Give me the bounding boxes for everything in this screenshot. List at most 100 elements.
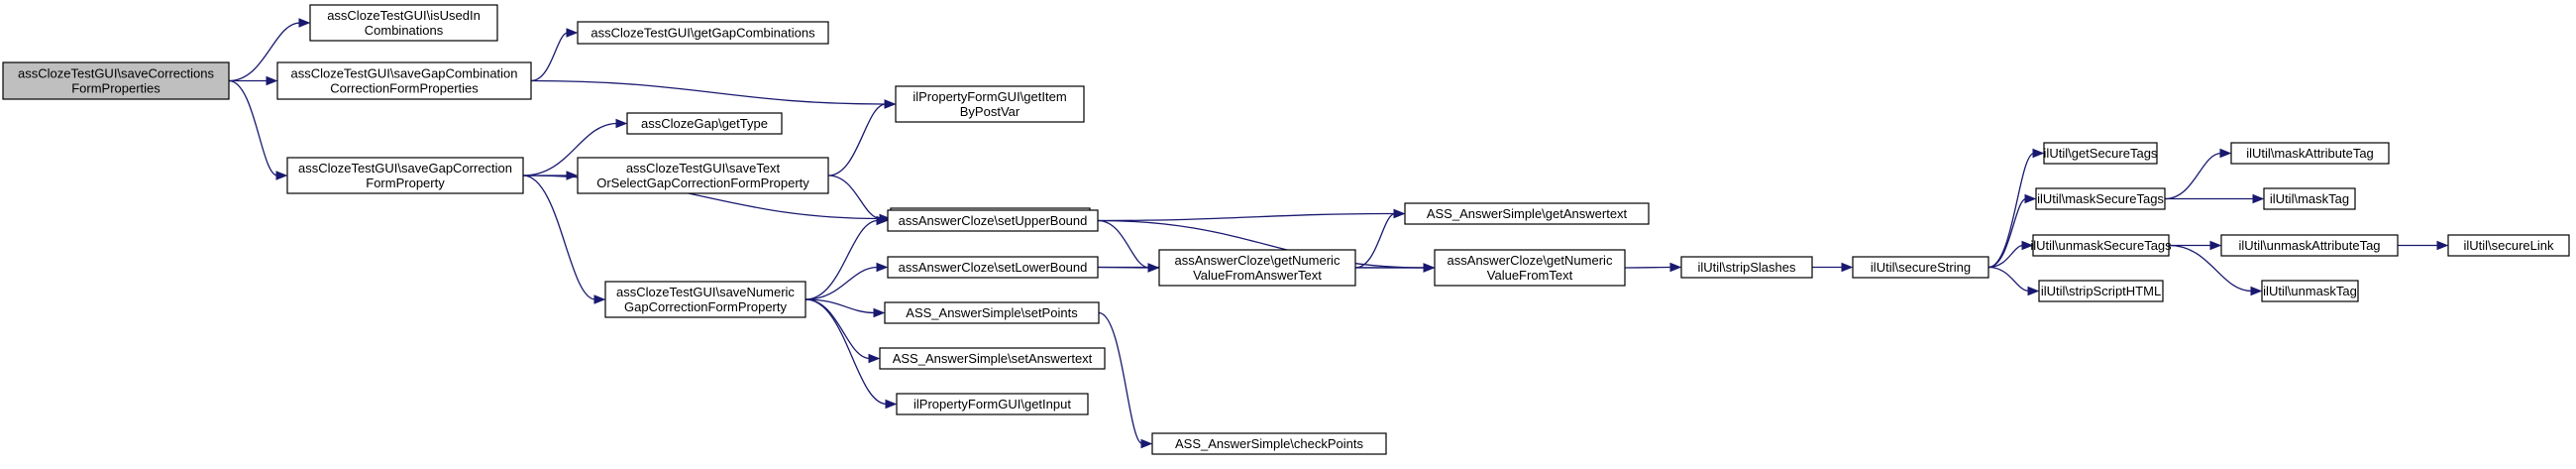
node-box — [1158, 249, 1356, 287]
node-label: GapCorrectionFormProperty — [624, 299, 787, 314]
arrow-head-icon — [2027, 286, 2040, 296]
node-mask-secure-tags[interactable]: ilUtil\maskSecureTags — [2035, 187, 2166, 210]
edge-line — [1987, 152, 2035, 269]
node-label: ValueFromAnswerText — [1193, 268, 1322, 283]
node-check-points[interactable]: ASS_AnswerSimple\checkPoints — [1151, 432, 1387, 455]
node-label: ilUtil\stripSlashes — [1698, 260, 1796, 275]
arrow-head-icon — [876, 262, 889, 273]
edge-line — [827, 175, 882, 220]
arrow-head-icon — [275, 171, 288, 180]
node-box — [2230, 142, 2390, 165]
node-save-numeric-gap-correction-form-property[interactable]: assClozeTestGUI\saveNumericGapCorrection… — [604, 281, 806, 318]
node-strip-script-html[interactable]: ilUtil\stripScriptHTML — [2038, 280, 2164, 302]
node-label: ilUtil\unmaskTag — [2263, 284, 2357, 298]
node-secure-link[interactable]: ilUtil\secureLink — [2447, 234, 2570, 257]
node-unmask-attribute-tag[interactable]: ilUtil\unmaskAttributeTag — [2220, 234, 2399, 257]
edge-line — [805, 266, 879, 300]
node-box — [887, 209, 1099, 232]
node-set-points[interactable]: ASS_AnswerSimple\setPoints — [884, 301, 1100, 324]
node-unmask-secure-tags[interactable]: ilUtil\unmaskSecureTags — [2030, 234, 2172, 257]
node-label: assAnswerCloze\getNumeric — [1448, 253, 1613, 268]
edge-line — [1097, 212, 1396, 222]
edge-line — [805, 298, 888, 406]
arrow-head-icon — [566, 171, 579, 180]
arrow-head-icon — [2219, 148, 2232, 159]
node-box — [1404, 202, 1650, 225]
node-label: ilPropertyFormGUI\getInput — [913, 397, 1071, 411]
node-label: ilUtil\secureLink — [2463, 238, 2554, 253]
node-save-corrections-form-properties[interactable]: assClozeTestGUI\saveCorrectionsFormPrope… — [2, 61, 230, 100]
arrow-head-icon — [2250, 286, 2263, 296]
node-label: assAnswerCloze\getNumeric — [1175, 253, 1341, 268]
node-label: assClozeTestGUI\getGapCombinations — [590, 26, 815, 41]
node-label: assClozeTestGUI\saveGapCorrection — [298, 161, 512, 176]
node-set-lower-bound[interactable]: assAnswerCloze\setLowerBound — [887, 256, 1099, 279]
node-box — [276, 61, 532, 100]
node-get-numeric-value-from-answer-text[interactable]: assAnswerCloze\getNumericValueFromAnswer… — [1158, 249, 1356, 287]
node-label: ilUtil\unmaskAttributeTag — [2238, 238, 2380, 253]
arrow-head-icon — [1669, 262, 1682, 273]
edge-line — [530, 32, 569, 82]
node-label: assAnswerCloze\setUpperBound — [899, 213, 1088, 228]
edge-unmask-secure-tags-to-unmask-tag — [2168, 244, 2263, 296]
node-label: ValueFromText — [1487, 268, 1573, 283]
node-save-gap-correction-form-property[interactable]: assClozeTestGUI\saveGapCorrectionFormPro… — [286, 157, 524, 194]
node-save-gap-combination-correction-form-properties[interactable]: assClozeTestGUI\saveGapCombinationCorrec… — [276, 61, 532, 100]
node-box — [1151, 432, 1387, 455]
arrow-head-icon — [566, 28, 579, 38]
edge-save-numeric-gap-correction-form-property-to-set-lower-bound — [805, 262, 889, 300]
edge-save-numeric-gap-correction-form-property-to-get-input — [805, 298, 898, 410]
edge-line — [530, 79, 887, 105]
node-secure-string[interactable]: ilUtil\secureString — [1852, 256, 1989, 279]
edge-strip-slashes-to-secure-string — [1811, 262, 1854, 273]
edge-save-corrections-form-properties-to-is-used-in-combinations — [228, 18, 311, 82]
node-mask-tag[interactable]: ilUtil\maskTag — [2263, 187, 2356, 210]
edge-secure-string-to-get-secure-tags — [1987, 148, 2045, 269]
node-box — [887, 256, 1099, 279]
node-get-answertext[interactable]: ASS_AnswerSimple\getAnswertext — [1404, 202, 1650, 225]
node-label: ilPropertyFormGUI\getItem — [912, 89, 1066, 104]
node-get-gap-combinations[interactable]: assClozeTestGUI\getGapCombinations — [577, 21, 829, 45]
node-box — [2032, 234, 2170, 257]
node-strip-slashes[interactable]: ilUtil\stripSlashes — [1680, 256, 1813, 279]
node-get-secure-tags[interactable]: ilUtil\getSecureTags — [2043, 142, 2158, 165]
node-label: ilUtil\maskTag — [2270, 191, 2349, 206]
node-label: ASS_AnswerSimple\setPoints — [906, 305, 1078, 320]
node-get-input[interactable]: ilPropertyFormGUI\getInput — [896, 393, 1089, 415]
node-get-type[interactable]: assClozeGap\getType — [626, 112, 783, 135]
node-label: ilUtil\stripScriptHTML — [2041, 284, 2161, 298]
node-box — [896, 393, 1089, 415]
node-set-answertext[interactable]: ASS_AnswerSimple\setAnswertext — [879, 347, 1106, 370]
node-box — [1680, 256, 1813, 279]
node-label: assClozeTestGUI\saveGapCombination — [290, 66, 517, 81]
edge-get-numeric-value-from-answer-text-to-get-numeric-value-from-text — [1355, 263, 1436, 273]
edge-line — [1097, 219, 1426, 269]
node-box — [2263, 187, 2356, 210]
edge-save-gap-combination-correction-form-properties-to-get-item-by-post-var — [530, 79, 897, 109]
edge-save-numeric-gap-correction-form-property-to-set-answertext — [805, 298, 881, 364]
arrow-head-icon — [1423, 263, 1436, 273]
arrow-head-icon — [1393, 208, 1406, 219]
node-save-text-or-select-gap-correction-form-property[interactable]: assClozeTestGUI\saveTextOrSelectGapCorre… — [577, 157, 829, 194]
edge-get-numeric-value-from-answer-text-to-get-answertext — [1354, 208, 1406, 269]
edge-save-numeric-gap-correction-form-property-to-set-points — [805, 298, 886, 318]
arrow-head-icon — [2436, 240, 2449, 251]
arrow-head-icon — [266, 75, 278, 86]
node-label: FormProperty — [366, 176, 445, 190]
node-box — [1852, 256, 1989, 279]
node-set-upper-bound[interactable]: assAnswerCloze\setUpperBound — [887, 209, 1099, 232]
edge-secure-string-to-mask-secure-tags — [1987, 193, 2037, 269]
node-unmask-tag[interactable]: ilUtil\unmaskTag — [2261, 280, 2359, 302]
node-mask-attribute-tag[interactable]: ilUtil\maskAttributeTag — [2230, 142, 2390, 165]
edge-line — [1624, 266, 1672, 269]
node-box — [2447, 234, 2570, 257]
edge-line — [2164, 152, 2222, 200]
node-label: CorrectionFormProperties — [330, 81, 479, 96]
node-box — [884, 301, 1100, 324]
arrow-head-icon — [884, 99, 897, 109]
node-box — [577, 157, 829, 194]
edge-line — [805, 298, 876, 314]
